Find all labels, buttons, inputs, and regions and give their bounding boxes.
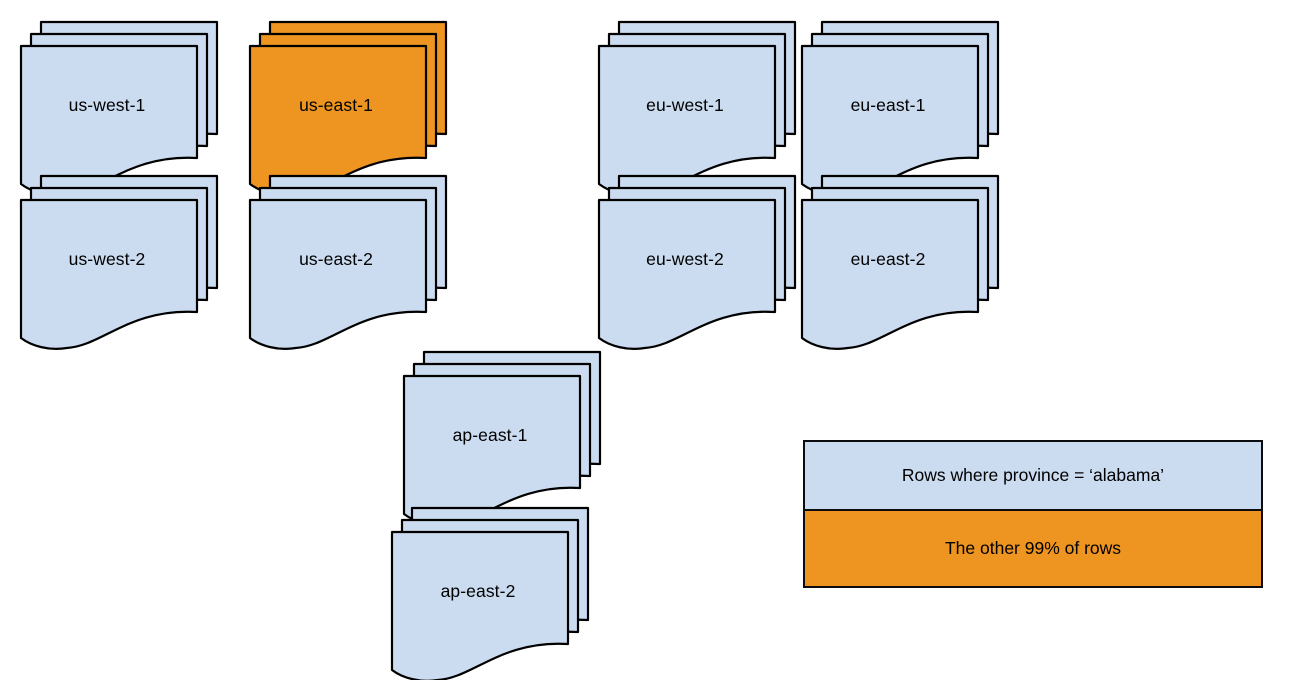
document-sheet-front	[19, 198, 199, 354]
document-sheet-front	[800, 198, 980, 354]
legend-label-orange: The other 99% of rows	[944, 538, 1122, 559]
legend: Rows where province = ‘alabama’ The othe…	[803, 440, 1263, 588]
document-sheet-front	[597, 198, 777, 354]
legend-label-blue: Rows where province = ‘alabama’	[901, 465, 1165, 486]
document-sheet-front	[390, 530, 570, 680]
legend-row-orange: The other 99% of rows	[805, 511, 1261, 586]
legend-row-blue: Rows where province = ‘alabama’	[805, 442, 1261, 512]
document-sheet-front	[248, 198, 428, 354]
